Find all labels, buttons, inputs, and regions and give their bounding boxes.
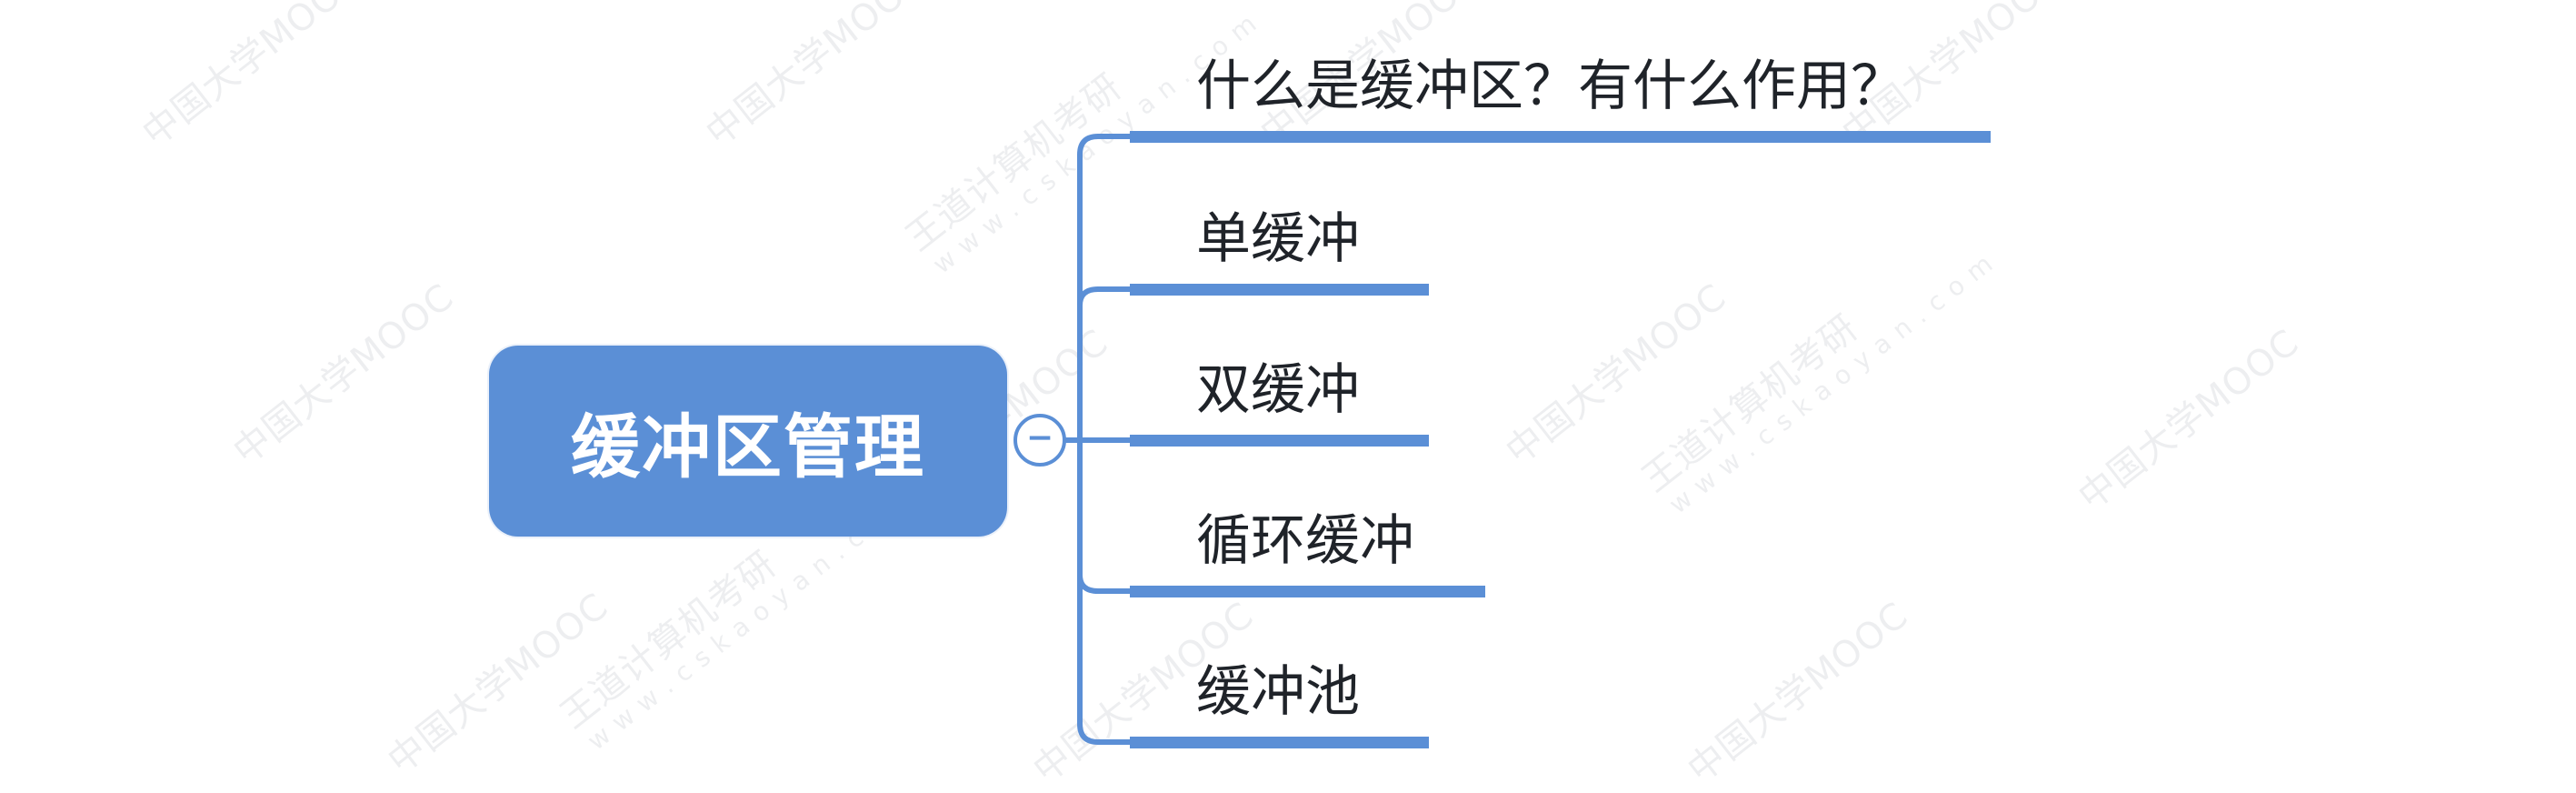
branch-label-1[interactable]: 什么是缓冲区？有什么作用？ <box>1196 55 1905 118</box>
branch-connector-line <box>1077 574 1130 594</box>
branch-connector-line <box>1077 286 1130 306</box>
branch-underline-2 <box>1130 284 1429 296</box>
branch-connector-line <box>1077 723 1130 745</box>
branch-label-3[interactable]: 双缓冲 <box>1196 358 1360 422</box>
branch-label-4[interactable]: 循环缓冲 <box>1196 509 1414 573</box>
branch-underline-3 <box>1130 435 1429 447</box>
branch-label-5[interactable]: 缓冲池 <box>1196 660 1360 724</box>
root-node[interactable]: 缓冲区管理 <box>489 346 1007 537</box>
branch-underline-4 <box>1130 586 1485 597</box>
branch-underline-5 <box>1130 737 1429 748</box>
root-label: 缓冲区管理 <box>571 407 925 487</box>
branch-underline-1 <box>1130 131 1991 143</box>
minus-icon: − <box>1025 419 1054 457</box>
branch-connector-line <box>1077 134 1130 156</box>
branch-label-2[interactable]: 单缓冲 <box>1196 207 1360 271</box>
collapse-toggle-button[interactable]: − <box>1013 414 1066 467</box>
